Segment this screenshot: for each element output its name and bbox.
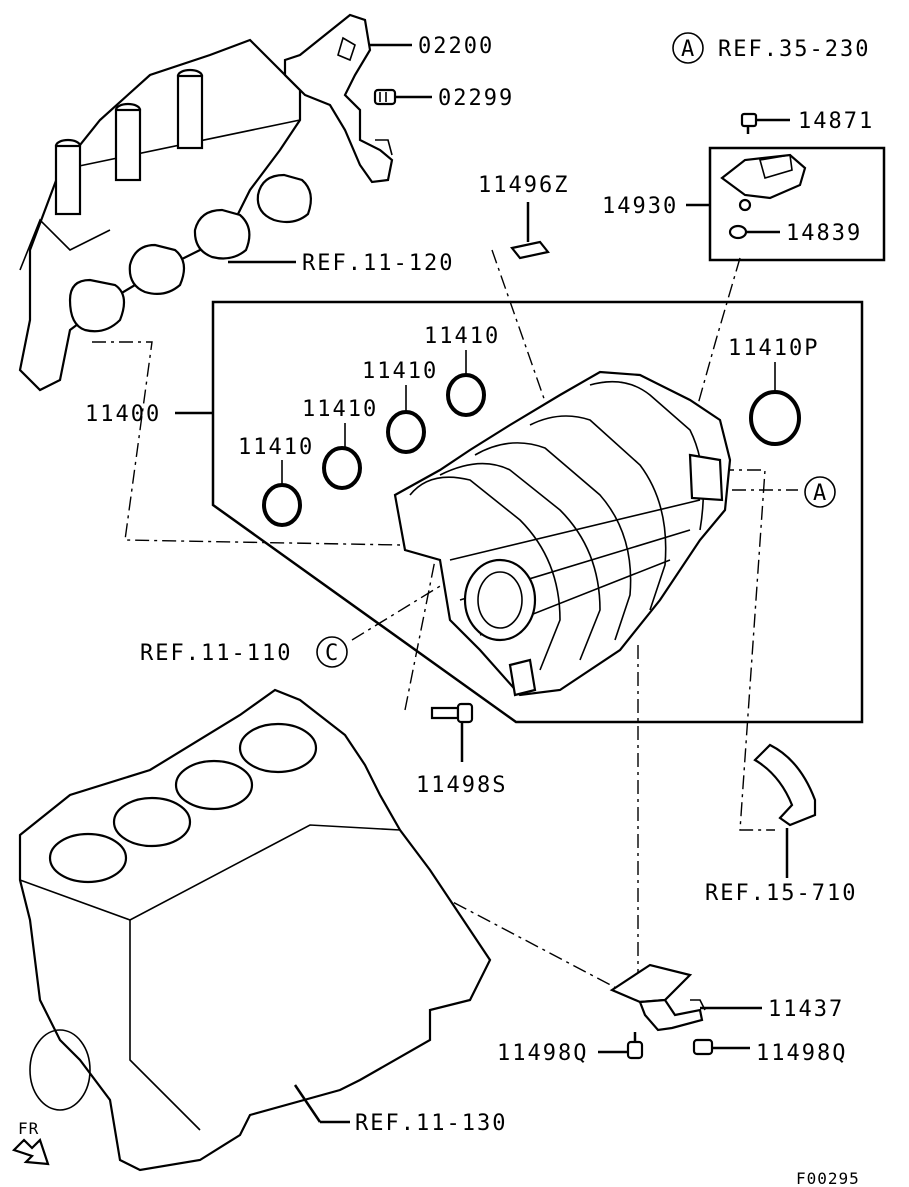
callout-a-label: A xyxy=(681,37,696,62)
label-11410p: 11410P xyxy=(728,336,819,361)
hose-drawing xyxy=(753,743,817,827)
cylinder-block-drawing xyxy=(18,688,492,1172)
label-11498q-right: 11498Q xyxy=(756,1041,847,1066)
bolt-02299-drawing xyxy=(373,88,397,106)
ref-11-110-label: REF.11-110 xyxy=(140,641,292,666)
label-11400: 11400 xyxy=(85,402,161,427)
label-11410-4: 11410 xyxy=(238,435,314,460)
label-02299: 02299 xyxy=(438,86,514,111)
label-02200: 02200 xyxy=(418,34,494,59)
label-11498q-left: 11498Q xyxy=(497,1041,588,1066)
bracket-11437-drawing xyxy=(609,963,706,1032)
oring-14839-drawing xyxy=(728,224,748,240)
label-14839: 14839 xyxy=(786,221,862,246)
ref-15-710-label: REF.15-710 xyxy=(705,881,857,906)
bolt-14871-drawing xyxy=(740,112,758,134)
callout-circle-a-icon xyxy=(672,32,704,64)
bolt-11498s-drawing xyxy=(430,702,474,724)
ref-11-130-label: REF.11-130 xyxy=(355,1111,507,1136)
figure-code: F00295 xyxy=(796,1169,860,1187)
intake-manifold-drawing xyxy=(393,370,732,697)
callout-circle-c-icon xyxy=(316,636,348,668)
label-11410-1: 11410 xyxy=(424,324,500,349)
callout-c-label: C xyxy=(325,641,340,666)
callout-a-right-label: A xyxy=(813,481,828,506)
label-14871: 14871 xyxy=(798,109,874,134)
ref-35-230-label: REF.35-230 xyxy=(718,37,870,62)
cylinder-head-drawing xyxy=(18,38,313,392)
gasket-11496z-drawing xyxy=(510,240,550,260)
label-11437: 11437 xyxy=(768,997,844,1022)
label-11496z: 11496Z xyxy=(478,173,569,198)
sensor-14930-drawing xyxy=(720,153,807,212)
ref-11-120-label: REF.11-120 xyxy=(302,251,454,276)
label-11498s: 11498S xyxy=(416,773,507,798)
callout-circle-a-right-icon xyxy=(804,476,836,508)
fr-arrow-icon xyxy=(11,1137,50,1166)
bolt-11498q-right-drawing xyxy=(692,1038,714,1056)
label-11410-3: 11410 xyxy=(302,397,378,422)
label-11410-2: 11410 xyxy=(362,359,438,384)
manifold-box xyxy=(211,300,864,724)
bracket-02200-drawing xyxy=(283,13,394,184)
fr-label: FR xyxy=(18,1119,39,1138)
label-14930: 14930 xyxy=(602,194,678,219)
bolt-11498q-left-drawing xyxy=(626,1032,644,1060)
